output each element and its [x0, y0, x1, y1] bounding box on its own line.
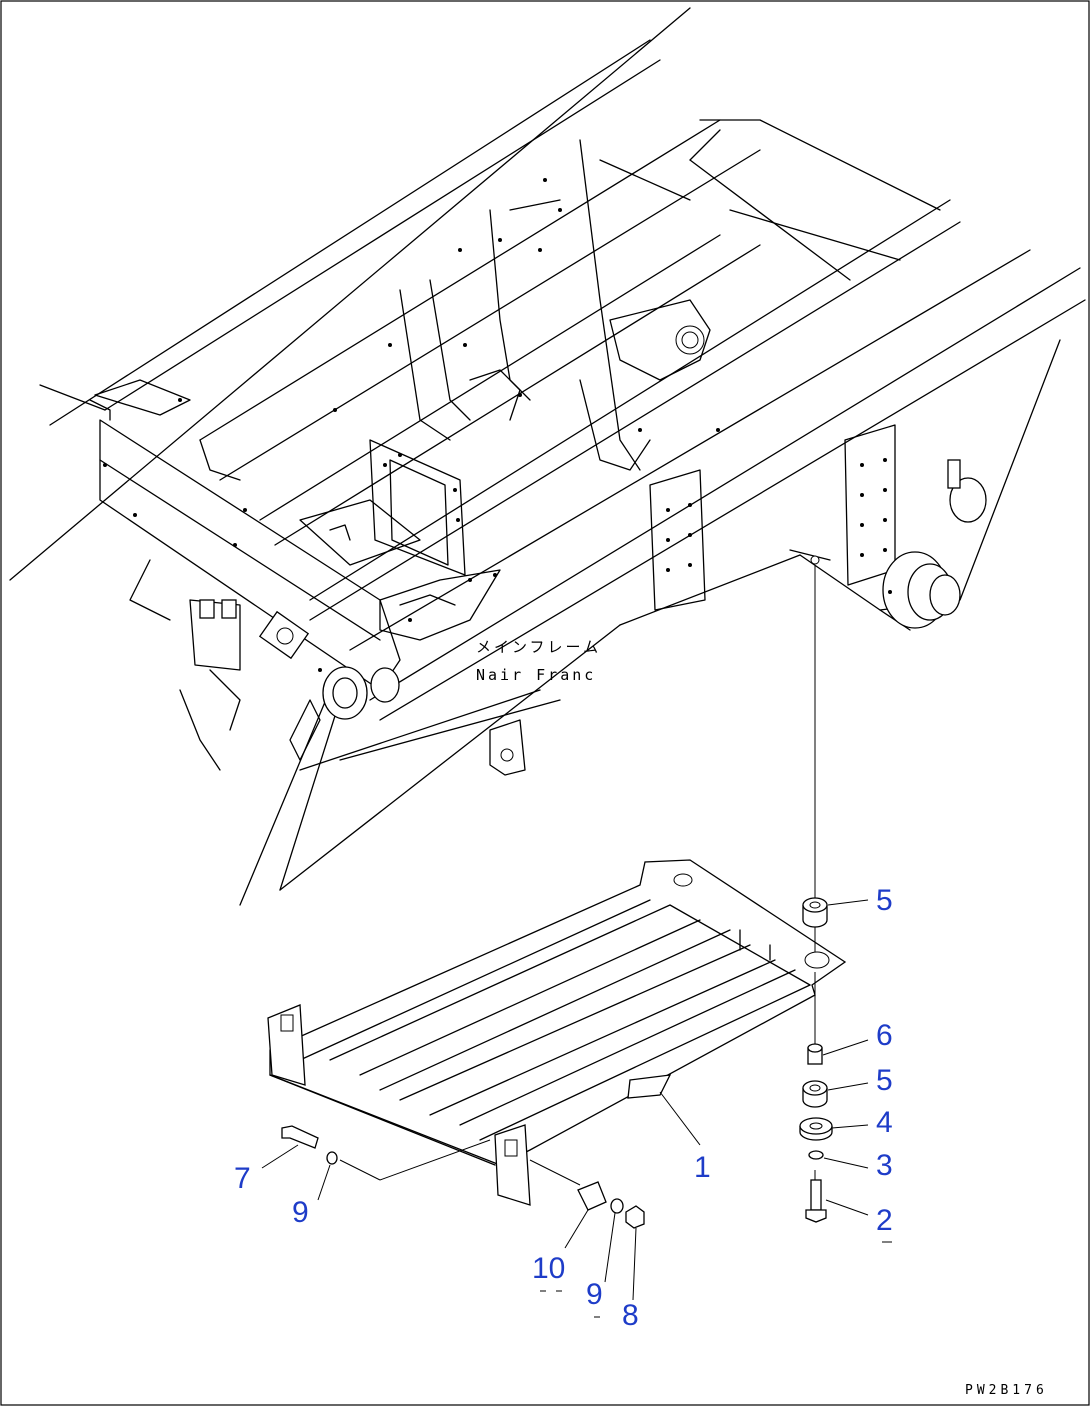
- callout-6[interactable]: 6: [876, 1019, 893, 1052]
- callout-7[interactable]: 7: [234, 1162, 251, 1195]
- frame-label-en: Nair Franc: [476, 666, 596, 684]
- callout-2[interactable]: 2: [876, 1204, 893, 1237]
- main-frame: [9, 7, 1086, 906]
- callout-4[interactable]: 4: [876, 1106, 893, 1139]
- callout-10[interactable]: 10: [532, 1252, 565, 1285]
- callout-3[interactable]: 3: [876, 1149, 893, 1182]
- hardware-stack: [281, 897, 833, 1229]
- callout-5-upper[interactable]: 5: [876, 884, 893, 917]
- callout-9-right[interactable]: 9: [586, 1278, 603, 1311]
- callout-9-left[interactable]: 9: [292, 1196, 309, 1229]
- callout-8[interactable]: 8: [622, 1299, 639, 1332]
- callout-1[interactable]: 1: [694, 1151, 711, 1184]
- callout-5-lower[interactable]: 5: [876, 1064, 893, 1097]
- leader-lines: [261, 899, 869, 1301]
- callouts: 5 6 5 4 3 2 1 7 9 10 9 8: [234, 884, 893, 1332]
- step-assembly: [267, 859, 847, 1206]
- frame-label-jp: メインフレーム: [476, 638, 601, 656]
- drawing-code: PW2B176: [965, 1383, 1048, 1398]
